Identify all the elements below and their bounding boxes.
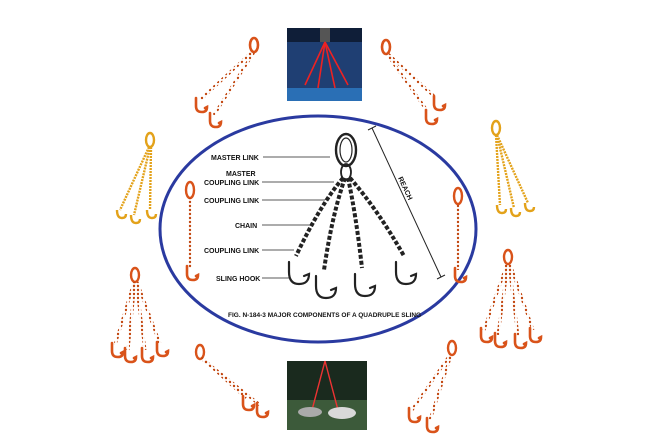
label-coupling-link-bottom: COUPLING LINK [204, 248, 259, 255]
photo-top-overhead-lift [287, 28, 362, 101]
quad-sling-diagram-icon [287, 125, 446, 300]
label-sling-hook: SLING HOOK [216, 276, 260, 283]
label-master-coupling-line2: COUPLING LINK [204, 180, 259, 187]
diagram-ellipse-frame [158, 114, 478, 344]
figure-caption: FIG. N-184-3 MAJOR COMPONENTS OF A QUADR… [228, 312, 421, 319]
label-master-link: MASTER LINK [211, 155, 259, 162]
triple-leg-sling-icon [490, 119, 536, 218]
double-leg-sling-icon [380, 38, 447, 126]
double-leg-sling-icon [407, 339, 458, 434]
single-leg-sling-icon [184, 180, 200, 282]
double-leg-sling-icon [194, 36, 260, 129]
triple-leg-sling-icon [115, 131, 158, 225]
quad-leg-sling-icon [479, 248, 543, 350]
label-master-coupling-line1: MASTER [226, 171, 256, 178]
single-leg-sling-icon [452, 186, 468, 284]
label-chain: CHAIN [235, 223, 257, 230]
photo-bottom-suspended-load [287, 360, 367, 430]
double-leg-sling-icon [194, 343, 270, 419]
label-coupling-link-top: COUPLING LINK [204, 198, 259, 205]
quad-leg-sling-icon [110, 266, 170, 364]
